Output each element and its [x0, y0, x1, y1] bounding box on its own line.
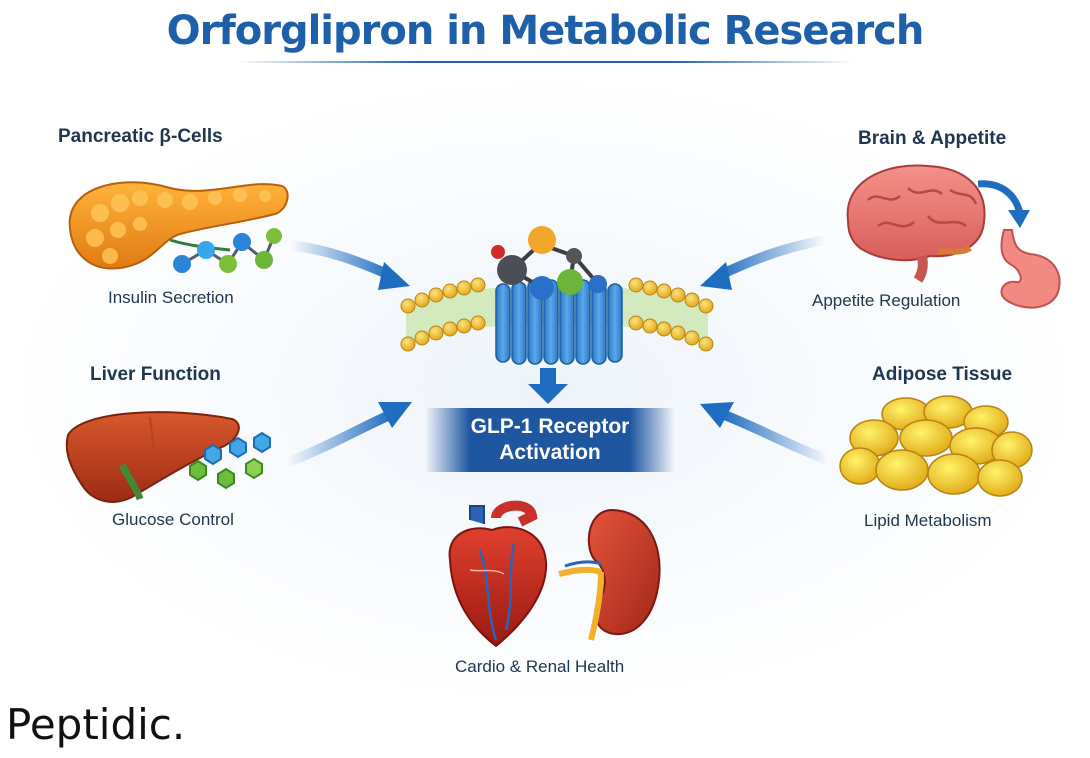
- heart-icon: [440, 500, 560, 650]
- cardio-renal-caption: Cardio & Renal Health: [455, 657, 624, 677]
- center-line-1: GLP-1 Receptor: [425, 414, 675, 440]
- center-line-2: Activation: [425, 440, 675, 466]
- kidney-icon: [555, 504, 665, 644]
- glp1-activation-banner: GLP-1 Receptor Activation: [425, 408, 675, 472]
- arrow-from-liver: [288, 402, 412, 462]
- membrane-receptor-icon: [392, 222, 722, 372]
- arrow-from-adipose: [700, 402, 828, 460]
- brand-logo-text: Peptidic.: [6, 700, 185, 749]
- arrow-down-center: [528, 368, 568, 404]
